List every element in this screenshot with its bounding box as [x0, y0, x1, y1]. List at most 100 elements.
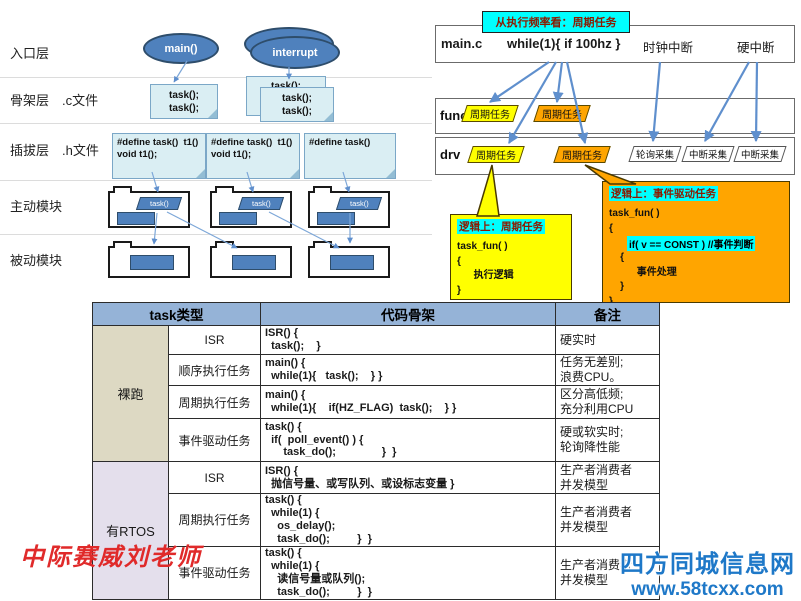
cell-code: task() { while(1) { os_delay(); task_do(… — [260, 493, 556, 547]
int-collect-label: 中断采集 — [740, 150, 779, 161]
hard-interrupt-label: 硬中断 — [737, 41, 775, 55]
module-function-block — [330, 255, 374, 270]
poll-collect-label: 轮询采集 — [635, 150, 674, 161]
cell-note: 硬或软实时; 轮询降性能 — [555, 418, 660, 462]
cell-type: ISR — [168, 325, 261, 355]
task-parallelogram-label: task() — [349, 199, 369, 208]
blue-watermark-url: www.58tcxx.com — [631, 579, 784, 600]
task-parallelogram: task() — [135, 197, 183, 210]
active-module-2: task() — [210, 186, 292, 228]
layer-separator — [0, 77, 432, 78]
cell-code: task() { while(1) { 读信号量或队列(); task_do()… — [260, 545, 556, 600]
define-box-2: #define task() t1() void t1(); — [206, 133, 300, 179]
col-header-task-type: task类型 — [92, 302, 261, 326]
define-box-3: #define task() — [304, 133, 396, 179]
table-row: 周期执行任务 main() { while(1){ if(HZ_FLAG) ta… — [93, 385, 660, 419]
cell-type: 顺序执行任务 — [168, 354, 261, 386]
cell-type: ISR — [168, 461, 261, 494]
task-note-main: task(); task(); — [150, 84, 218, 119]
poll-collect-parallelogram: 轮询采集 — [631, 146, 679, 162]
cell-note: 任务无差别; 浪费CPU。 — [555, 354, 660, 386]
periodic-task-label: 周期任务 — [542, 110, 582, 121]
label-c-file: .c文件 — [62, 93, 99, 108]
int-collect-parallelogram-1: 中断采集 — [684, 146, 732, 162]
main-ellipse: main() — [143, 33, 219, 64]
event-logic-title: 逻辑上：事件驱动任务 — [609, 186, 718, 201]
func-periodic-task-orange: 周期任务 — [536, 105, 588, 122]
cell-note: 生产者消费者 并发模型 — [555, 461, 660, 494]
cell-type: 周期执行任务 — [168, 493, 261, 547]
layer-separator — [0, 180, 432, 181]
main-ellipse-label: main() — [164, 42, 198, 55]
col-header-note: 备注 — [555, 302, 660, 326]
periodic-task-label: 周期任务 — [562, 151, 602, 162]
event-logic-code-bottom: { 事件处理 } } — [609, 252, 677, 307]
label-skeleton-layer: 骨架层 — [10, 93, 50, 108]
task-note-interrupt-front: task(); task(); — [260, 87, 334, 122]
cell-code: task() { if( poll_event() ) { task_do();… — [260, 418, 556, 462]
table-row: 事件驱动任务 task() { while(1) { 读信号量或队列(); ta… — [93, 545, 660, 600]
module-function-block — [232, 255, 276, 270]
blue-watermark: 四方同城信息网 www.58tcxx.com — [620, 544, 795, 601]
module-function-block — [219, 212, 257, 225]
label-active-module: 主动模块 — [10, 199, 63, 214]
task-parallelogram: task() — [237, 197, 285, 210]
cell-note: 生产者消费者 并发模型 — [555, 493, 660, 547]
layer-separator — [0, 234, 432, 235]
interrupt-ellipse-label: interrupt — [272, 46, 318, 59]
clock-interrupt-label: 时钟中断 — [643, 41, 694, 55]
while-loop-label: while(1){ if 100hz } — [507, 36, 621, 51]
drv-periodic-task-orange: 周期任务 — [556, 146, 608, 163]
label-h-file: .h文件 — [62, 143, 99, 158]
int-collect-label: 中断采集 — [688, 150, 727, 161]
layer-separator — [0, 123, 432, 124]
passive-module-1 — [108, 241, 190, 278]
func-label: func — [440, 108, 468, 123]
active-module-3: task() — [308, 186, 390, 228]
interrupt-ellipse: interrupt — [250, 36, 340, 69]
periodic-logic-code: task_fun( ) { 执行逻辑 } — [457, 241, 514, 296]
label-passive-module: 被动模块 — [10, 253, 63, 268]
mainc-label: main.c — [441, 36, 483, 51]
task-parallelogram-label: task() — [251, 199, 271, 208]
table-row: 有RTOS ISR ISR() { 抛信号量、或写队列、或设标志变量 } 生产者… — [92, 461, 660, 600]
cell-note: 硬实时 — [555, 325, 660, 355]
module-function-block — [117, 212, 155, 225]
group-bare-metal: 裸跑 — [92, 325, 169, 462]
module-function-block — [130, 255, 174, 270]
passive-module-3 — [308, 241, 390, 278]
cell-note: 生产者消费者 并发模型 — [555, 545, 660, 600]
func-periodic-task-yellow: 周期任务 — [464, 105, 516, 122]
blue-watermark-title: 四方同城信息网 — [620, 551, 795, 578]
cell-type: 事件驱动任务 — [168, 418, 261, 462]
int-collect-parallelogram-2: 中断采集 — [736, 146, 784, 162]
cell-code: ISR() { task(); } — [260, 325, 556, 355]
define-box-1: #define task() t1() void t1(); — [112, 133, 206, 179]
cell-code: main() { while(1){ task(); } } — [260, 354, 556, 386]
drv-label: drv — [440, 147, 461, 162]
group-rtos: 有RTOS — [92, 461, 169, 600]
label-entry-layer: 入口层 — [10, 46, 50, 61]
drv-periodic-task-yellow: 周期任务 — [470, 146, 522, 163]
passive-module-2 — [210, 241, 292, 278]
event-logic-callout: 逻辑上：事件驱动任务 task_fun( ) { if( v == CONST … — [602, 181, 790, 307]
cell-code: ISR() { 抛信号量、或写队列、或设标志变量 } — [260, 461, 556, 494]
event-logic-code-top: task_fun( ) { — [609, 208, 660, 234]
task-parallelogram-label: task() — [149, 199, 169, 208]
table-row: 周期执行任务 task() { while(1) { os_delay(); t… — [93, 493, 660, 547]
module-function-block — [317, 212, 355, 225]
red-watermark: 中际赛威刘老师 — [20, 542, 202, 571]
col-header-code: 代码骨架 — [260, 302, 556, 326]
periodic-logic-title: 逻辑上：周期任务 — [457, 219, 545, 234]
task-type-table: task类型 代码骨架 备注 裸跑 ISR ISR() { task(); } … — [92, 302, 660, 600]
task-parallelogram: task() — [335, 197, 383, 210]
table-row: 顺序执行任务 main() { while(1){ task(); } } 任务… — [93, 354, 660, 386]
periodic-task-label: 周期任务 — [470, 110, 510, 121]
cell-code: main() { while(1){ if(HZ_FLAG) task(); }… — [260, 385, 556, 419]
periodic-logic-callout: 逻辑上：周期任务 task_fun( ) { 执行逻辑 } — [450, 214, 572, 300]
active-module-1: task() — [108, 186, 190, 228]
cell-type: 周期执行任务 — [168, 385, 261, 419]
event-check-highlight: if( v == CONST ) //事件判断 — [627, 236, 756, 251]
table-row: 裸跑 ISR ISR() { task(); } 硬实时 — [92, 325, 660, 462]
